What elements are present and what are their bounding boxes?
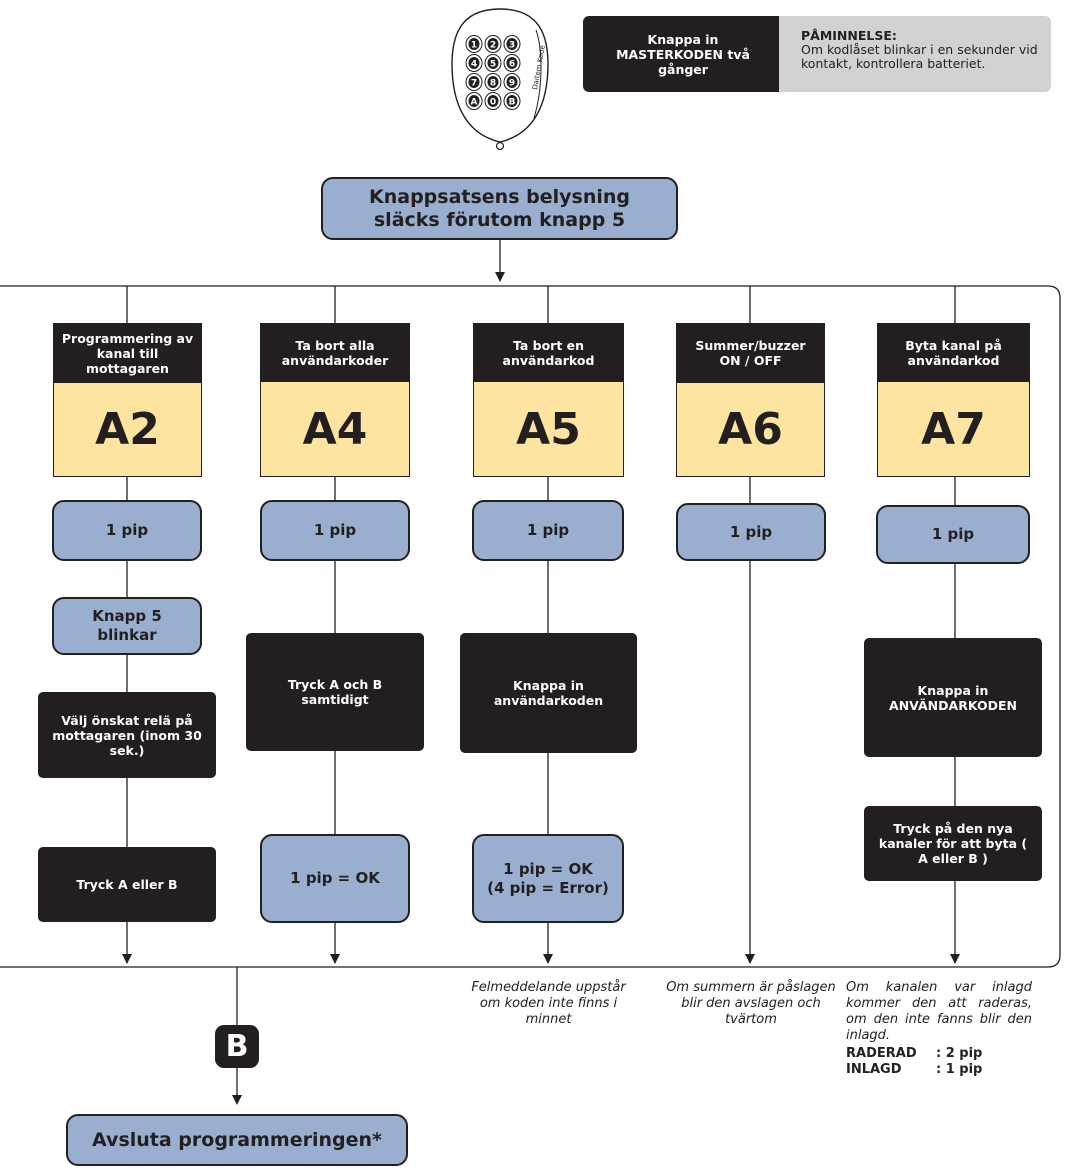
code-a2: A2 (53, 383, 202, 477)
a7-result-list: RADERAD : 2 pip INLAGD : 1 pip (846, 1046, 1032, 1078)
keypad-key: 5 (484, 54, 502, 72)
a2-step-pip: 1 pip (52, 500, 202, 561)
svg-text:4: 4 (471, 60, 477, 70)
header-a5: Ta bort en användarkod (473, 323, 624, 382)
a2-step-key5-blinks: Knapp 5 blinkar (52, 597, 202, 655)
a6-note: Om summern är påslagen blir den avslagen… (666, 980, 836, 1027)
keypad-key: 4 (465, 54, 483, 72)
lights-off-box: Knappsatsens belysning släcks förutom kn… (321, 177, 678, 240)
svg-text:0: 0 (490, 98, 496, 108)
a5-step-pip: 1 pip (472, 500, 624, 561)
svg-text:5: 5 (490, 60, 496, 70)
header-a2: Programmering av kanal till mottagaren (53, 323, 202, 383)
svg-text:3: 3 (509, 41, 515, 51)
reminder-box: PÅMINNELSE: Om kodlåset blinkar i en sek… (779, 16, 1051, 92)
svg-text:6: 6 (509, 60, 515, 70)
a2-step-choose-relay: Välj önskat relä på mottagaren (inom 30 … (38, 692, 216, 778)
code-a5: A5 (473, 382, 624, 477)
keypad-key: 3 (503, 35, 521, 53)
svg-text:1: 1 (471, 41, 477, 51)
keypad-key: 7 (465, 73, 483, 91)
master-code-instruction: Knappa in MASTERKODEN två gånger (583, 16, 783, 92)
svg-text:2: 2 (490, 41, 496, 51)
end-programming-box: Avsluta programmeringen* (66, 1114, 408, 1166)
keypad-key: 6 (503, 54, 521, 72)
svg-text:B: B (509, 98, 516, 108)
svg-text:A: A (471, 98, 478, 108)
a7-step-enter-user-code: Knappa in ANVÄNDARKODEN (864, 638, 1042, 757)
a5-step-enter-user-code: Knappa in användarkoden (460, 633, 637, 753)
reminder-title: PÅMINNELSE: (801, 28, 897, 43)
a7-note-text: Om kanalen var inlagd kommer den att rad… (846, 980, 1032, 1043)
keypad-key: A (465, 92, 483, 110)
code-a6: A6 (676, 383, 825, 477)
a5-note: Felmeddelande uppstår om koden inte finn… (471, 980, 626, 1027)
a5-step-result: 1 pip = OK (4 pip = Error) (472, 834, 624, 923)
a7-note: Om kanalen var inlagd kommer den att rad… (846, 980, 1032, 1044)
connector-b: B (215, 1025, 259, 1068)
a7-result-added-value: : 1 pip (936, 1062, 983, 1077)
a7-result-removed-label: RADERAD (846, 1046, 917, 1061)
keypad-key: B (503, 92, 521, 110)
a7-result-added-label: INLAGD (846, 1062, 902, 1077)
a2-step-press-a-or-b: Tryck A eller B (38, 847, 216, 922)
a6-step-pip: 1 pip (676, 503, 826, 561)
a7-result-added: INLAGD : 1 pip (846, 1062, 1032, 1078)
svg-text:8: 8 (490, 79, 496, 89)
flow-frame (0, 285, 1061, 968)
a7-step-press-new-channel: Tryck på den nya kanaler för att byta ( … (864, 806, 1042, 881)
svg-text:9: 9 (509, 79, 515, 89)
a4-step-press-a-and-b: Tryck A och B samtidigt (246, 633, 424, 751)
code-a4: A4 (260, 382, 410, 477)
keypad-key: 2 (484, 35, 502, 53)
a7-step-pip: 1 pip (876, 505, 1030, 564)
keypad-key: 9 (503, 73, 521, 91)
a4-step-pip: 1 pip (260, 500, 410, 561)
a7-result-removed-value: : 2 pip (936, 1046, 983, 1061)
header-a4: Ta bort alla användarkoder (260, 323, 410, 382)
keypad-key: 0 (484, 92, 502, 110)
header-a6: Summer/buzzer ON / OFF (676, 323, 825, 383)
svg-text:7: 7 (471, 79, 477, 89)
a5-result-error: (4 pip = Error) (487, 878, 609, 897)
a5-result-ok: 1 pip = OK (503, 859, 593, 878)
a4-step-ok: 1 pip = OK (260, 834, 410, 923)
header-a7: Byta kanal på användarkod (877, 323, 1030, 382)
keypad-key: 1 (465, 35, 483, 53)
keypad-key: 8 (484, 73, 502, 91)
code-a7: A7 (877, 382, 1030, 477)
a7-result-removed: RADERAD : 2 pip (846, 1046, 1032, 1062)
reminder-text: Om kodlåset blinkar i en sekunder vid ko… (801, 42, 1038, 71)
